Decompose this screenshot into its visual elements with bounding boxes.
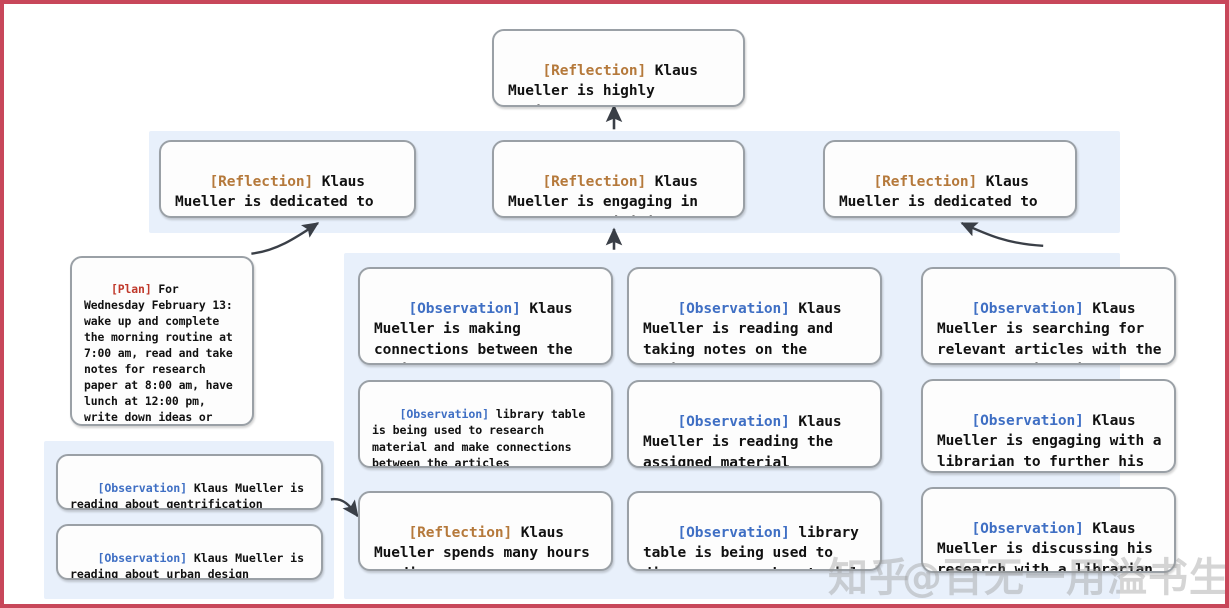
node-text: Klaus Mueller is dedicated to research [175, 173, 374, 216]
tag-reflection: [Reflection] [542, 173, 647, 190]
node-text: Klaus Mueller is searching for relevant … [937, 300, 1162, 363]
tag-reflection: [Reflection] [408, 524, 513, 541]
node-mid-reflection-center[interactable]: [Reflection] Klaus Mueller is engaging i… [492, 140, 745, 218]
node-text: Klaus Mueller is reading and taking note… [643, 300, 842, 363]
node-text: Klaus Mueller is reading the assigned ma… [643, 413, 851, 468]
node-col3-observation-1[interactable]: [Observation] Klaus Mueller is searching… [921, 267, 1176, 365]
node-col1-observation-2[interactable]: [Observation] library table is being use… [358, 380, 613, 468]
node-mid-reflection-left[interactable]: [Reflection] Klaus Mueller is dedicated … [159, 140, 416, 218]
node-text: Klaus Mueller is dedicated to research [839, 173, 1038, 216]
node-text: Klaus Mueller is engaging in research ac… [508, 173, 698, 216]
tag-reflection: [Reflection] [873, 173, 978, 190]
tag-reflection: [Reflection] [542, 62, 647, 79]
tag-observation: [Observation] [399, 407, 490, 422]
node-text: library table is being used to research … [372, 407, 593, 468]
tag-observation: [Observation] [677, 413, 790, 430]
node-text: Klaus Mueller spends many hours reading [374, 524, 590, 569]
tag-observation: [Observation] [971, 300, 1084, 317]
tag-observation: [Observation] [971, 412, 1084, 429]
tag-reflection: [Reflection] [209, 173, 314, 190]
tag-observation: [Observation] [677, 300, 790, 317]
node-plan[interactable]: [Plan] For Wednesday February 13: wake u… [70, 256, 254, 426]
node-text: Klaus Mueller is making connections betw… [374, 300, 573, 363]
node-text: Klaus Mueller is discussing his research… [937, 520, 1162, 573]
node-text: Klaus Mueller is highly dedicated to res… [508, 62, 698, 105]
node-col3-observation-3[interactable]: [Observation] Klaus Mueller is discussin… [921, 487, 1176, 573]
node-col2-observation-3[interactable]: [Observation] library table is being use… [627, 491, 882, 571]
node-col1-reflection[interactable]: [Reflection] Klaus Mueller spends many h… [358, 491, 613, 571]
tag-observation: [Observation] [408, 300, 521, 317]
tag-observation: [Observation] [971, 520, 1084, 537]
node-text: For Wednesday February 13: wake up and c… [84, 281, 233, 424]
node-text: Klaus Mueller is reading about gentrific… [70, 481, 311, 510]
node-col2-observation-1[interactable]: [Observation] Klaus Mueller is reading a… [627, 267, 882, 365]
node-text: Klaus Mueller is reading about urban des… [70, 551, 311, 580]
node-top-reflection[interactable]: [Reflection] Klaus Mueller is highly ded… [492, 29, 745, 107]
node-col2-observation-2[interactable]: [Observation] Klaus Mueller is reading t… [627, 380, 882, 468]
node-left-observation-1[interactable]: [Observation] Klaus Mueller is reading a… [56, 454, 323, 510]
node-text: Klaus Mueller is engaging with a librari… [937, 412, 1162, 470]
tag-observation: [Observation] [97, 551, 188, 566]
tag-observation: [Observation] [97, 481, 188, 496]
node-col3-observation-2[interactable]: [Observation] Klaus Mueller is engaging … [921, 379, 1176, 473]
node-mid-reflection-right[interactable]: [Reflection] Klaus Mueller is dedicated … [823, 140, 1077, 218]
tag-observation: [Observation] [677, 524, 790, 541]
tag-plan: [Plan] [111, 281, 152, 296]
node-col1-observation-1[interactable]: [Observation] Klaus Mueller is making co… [358, 267, 613, 365]
node-left-observation-2[interactable]: [Observation] Klaus Mueller is reading a… [56, 524, 323, 580]
node-text: library table is being used to discuss r… [643, 524, 859, 569]
